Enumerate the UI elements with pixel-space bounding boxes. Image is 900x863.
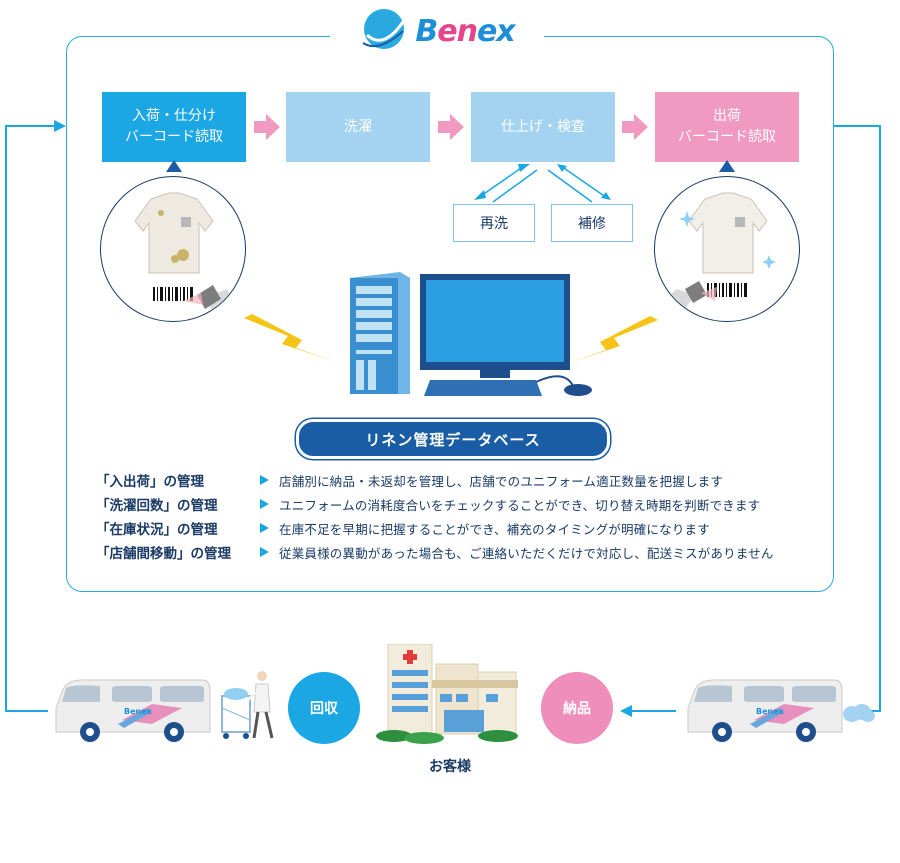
management-label: 「洗濯回数」の管理 <box>96 498 218 514</box>
logo-wordmark: Benex <box>415 13 515 49</box>
svg-text:Benex: Benex <box>756 707 785 716</box>
keyboard-icon <box>424 380 542 396</box>
management-row: 「在庫状況」の管理 在庫不足を早期に把握することができ、補充のタイミングが明確に… <box>96 516 836 540</box>
receiving-scan-illustration <box>100 176 246 322</box>
collect-badge: 回収 <box>288 672 360 744</box>
sparkle-icon <box>679 211 695 227</box>
triangle-bullet-icon <box>260 523 269 533</box>
shipping-scan-illustration <box>654 176 800 322</box>
triangle-bullet-icon <box>260 475 269 485</box>
sub-step-rewash: 再洗 <box>453 204 535 242</box>
management-row: 「洗濯回数」の管理 ユニフォームの消耗度合いをチェックすることができ、切り替え時… <box>96 492 836 516</box>
management-text: 店舗別に納品・未返却を管理し、店舗でのユニフォーム適正数量を把握します <box>279 473 724 489</box>
deliver-badge: 納品 <box>541 672 613 744</box>
computer-monitor-icon <box>420 274 592 396</box>
laundry-cart-worker-icon <box>221 671 274 739</box>
management-text: ユニフォームの消耗度合いをチェックすることができ、切り替え時期を判断できます <box>279 497 761 513</box>
customer-label: お客様 <box>429 759 471 775</box>
database-label: リネン管理データベース <box>296 419 610 459</box>
svg-text:Benex: Benex <box>124 707 153 716</box>
management-text: 在庫不足を早期に把握することができ、補充のタイミングが明確になります <box>279 521 710 537</box>
management-label: 「在庫状況」の管理 <box>96 522 218 538</box>
delivery-van-left-icon: Benex <box>55 679 211 742</box>
barcode-icon <box>151 285 197 303</box>
step-finishing: 仕上げ・検査 <box>471 92 615 162</box>
management-row: 「店舗間移動」の管理 従業員様の異動があった場合も、ご連絡いただくだけで対応し、… <box>96 540 836 564</box>
triangle-bullet-icon <box>260 547 269 557</box>
step-receiving: 入荷・仕分け バーコード読取 <box>102 92 246 162</box>
step-shipping: 出荷 バーコード読取 <box>655 92 799 162</box>
dirty-uniform-icon <box>134 192 245 321</box>
management-row: 「入出荷」の管理 店舗別に納品・未返却を管理し、店舗でのユニフォーム適正数量を把… <box>96 468 836 492</box>
triangle-bullet-icon <box>260 499 269 509</box>
management-label: 「入出荷」の管理 <box>96 474 204 490</box>
management-text: 従業員様の異動があった場合も、ご連絡いただくだけで対応し、配送ミスがありません <box>279 545 774 561</box>
benex-logo: Benex <box>330 4 544 58</box>
signal-lightning-right-icon <box>566 316 658 364</box>
delivery-van-right-icon: Benex <box>687 679 843 742</box>
sub-step-repair: 補修 <box>551 204 633 242</box>
database-server-icon <box>350 272 410 394</box>
management-label: 「店舗間移動」の管理 <box>96 546 231 562</box>
globe-logo-icon <box>362 9 407 49</box>
customer-building-icon <box>376 644 518 744</box>
mouse-icon <box>564 384 592 396</box>
step-washing: 洗濯 <box>286 92 430 162</box>
exhaust-cloud-icon <box>843 704 875 722</box>
signal-lightning-left-icon <box>244 314 336 362</box>
clean-uniform-icon <box>655 192 776 321</box>
